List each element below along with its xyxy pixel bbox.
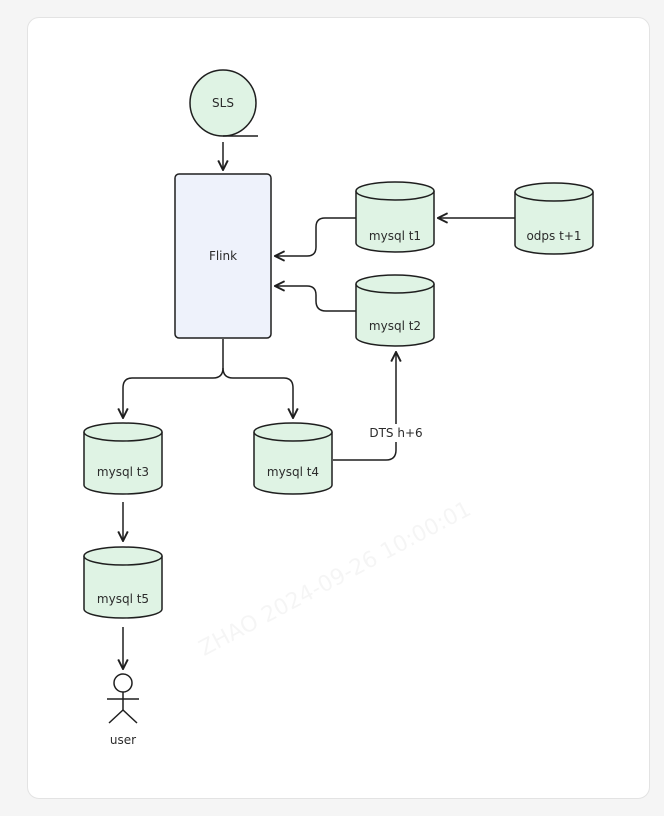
edge-mysql-t2-flink <box>275 286 356 312</box>
edge-flink-mysql-t3 <box>123 339 224 418</box>
mysql-t5-node: mysql t5 <box>83 546 163 619</box>
user-label: user <box>110 733 136 747</box>
edge-mysql-t1-flink <box>275 217 356 256</box>
flink-label: Flink <box>209 249 237 263</box>
mysql-t1-node: mysql t1 <box>355 181 435 253</box>
diagram-canvas <box>27 17 650 799</box>
edge-label-bg <box>366 424 426 442</box>
sls-label: SLS <box>212 96 234 110</box>
flink-node: Flink <box>174 173 272 339</box>
mysql-t4-label: mysql t4 <box>267 465 319 479</box>
mysql-t3-label: mysql t3 <box>97 465 149 479</box>
mysql-t1-label: mysql t1 <box>369 229 421 243</box>
dts-edge-label: DTS h+6 <box>369 426 422 440</box>
sls-node: SLS <box>189 69 258 137</box>
watermark: ZHAO 2024-09-26 10:00:01 <box>195 497 475 662</box>
mysql-t4-node: mysql t4 <box>253 422 333 495</box>
user-actor-icon <box>107 673 139 724</box>
mysql-t2-node: mysql t2 <box>355 274 435 347</box>
mysql-t5-label: mysql t5 <box>97 592 149 606</box>
odps-label: odps t+1 <box>526 229 581 243</box>
edge-flink-mysql-t4 <box>222 367 293 418</box>
odps-node: odps t+1 <box>514 182 594 255</box>
mysql-t3-node: mysql t3 <box>83 422 163 495</box>
edge-mysql-t4-mysql-t2 <box>333 352 396 461</box>
mysql-t2-label: mysql t2 <box>369 319 421 333</box>
